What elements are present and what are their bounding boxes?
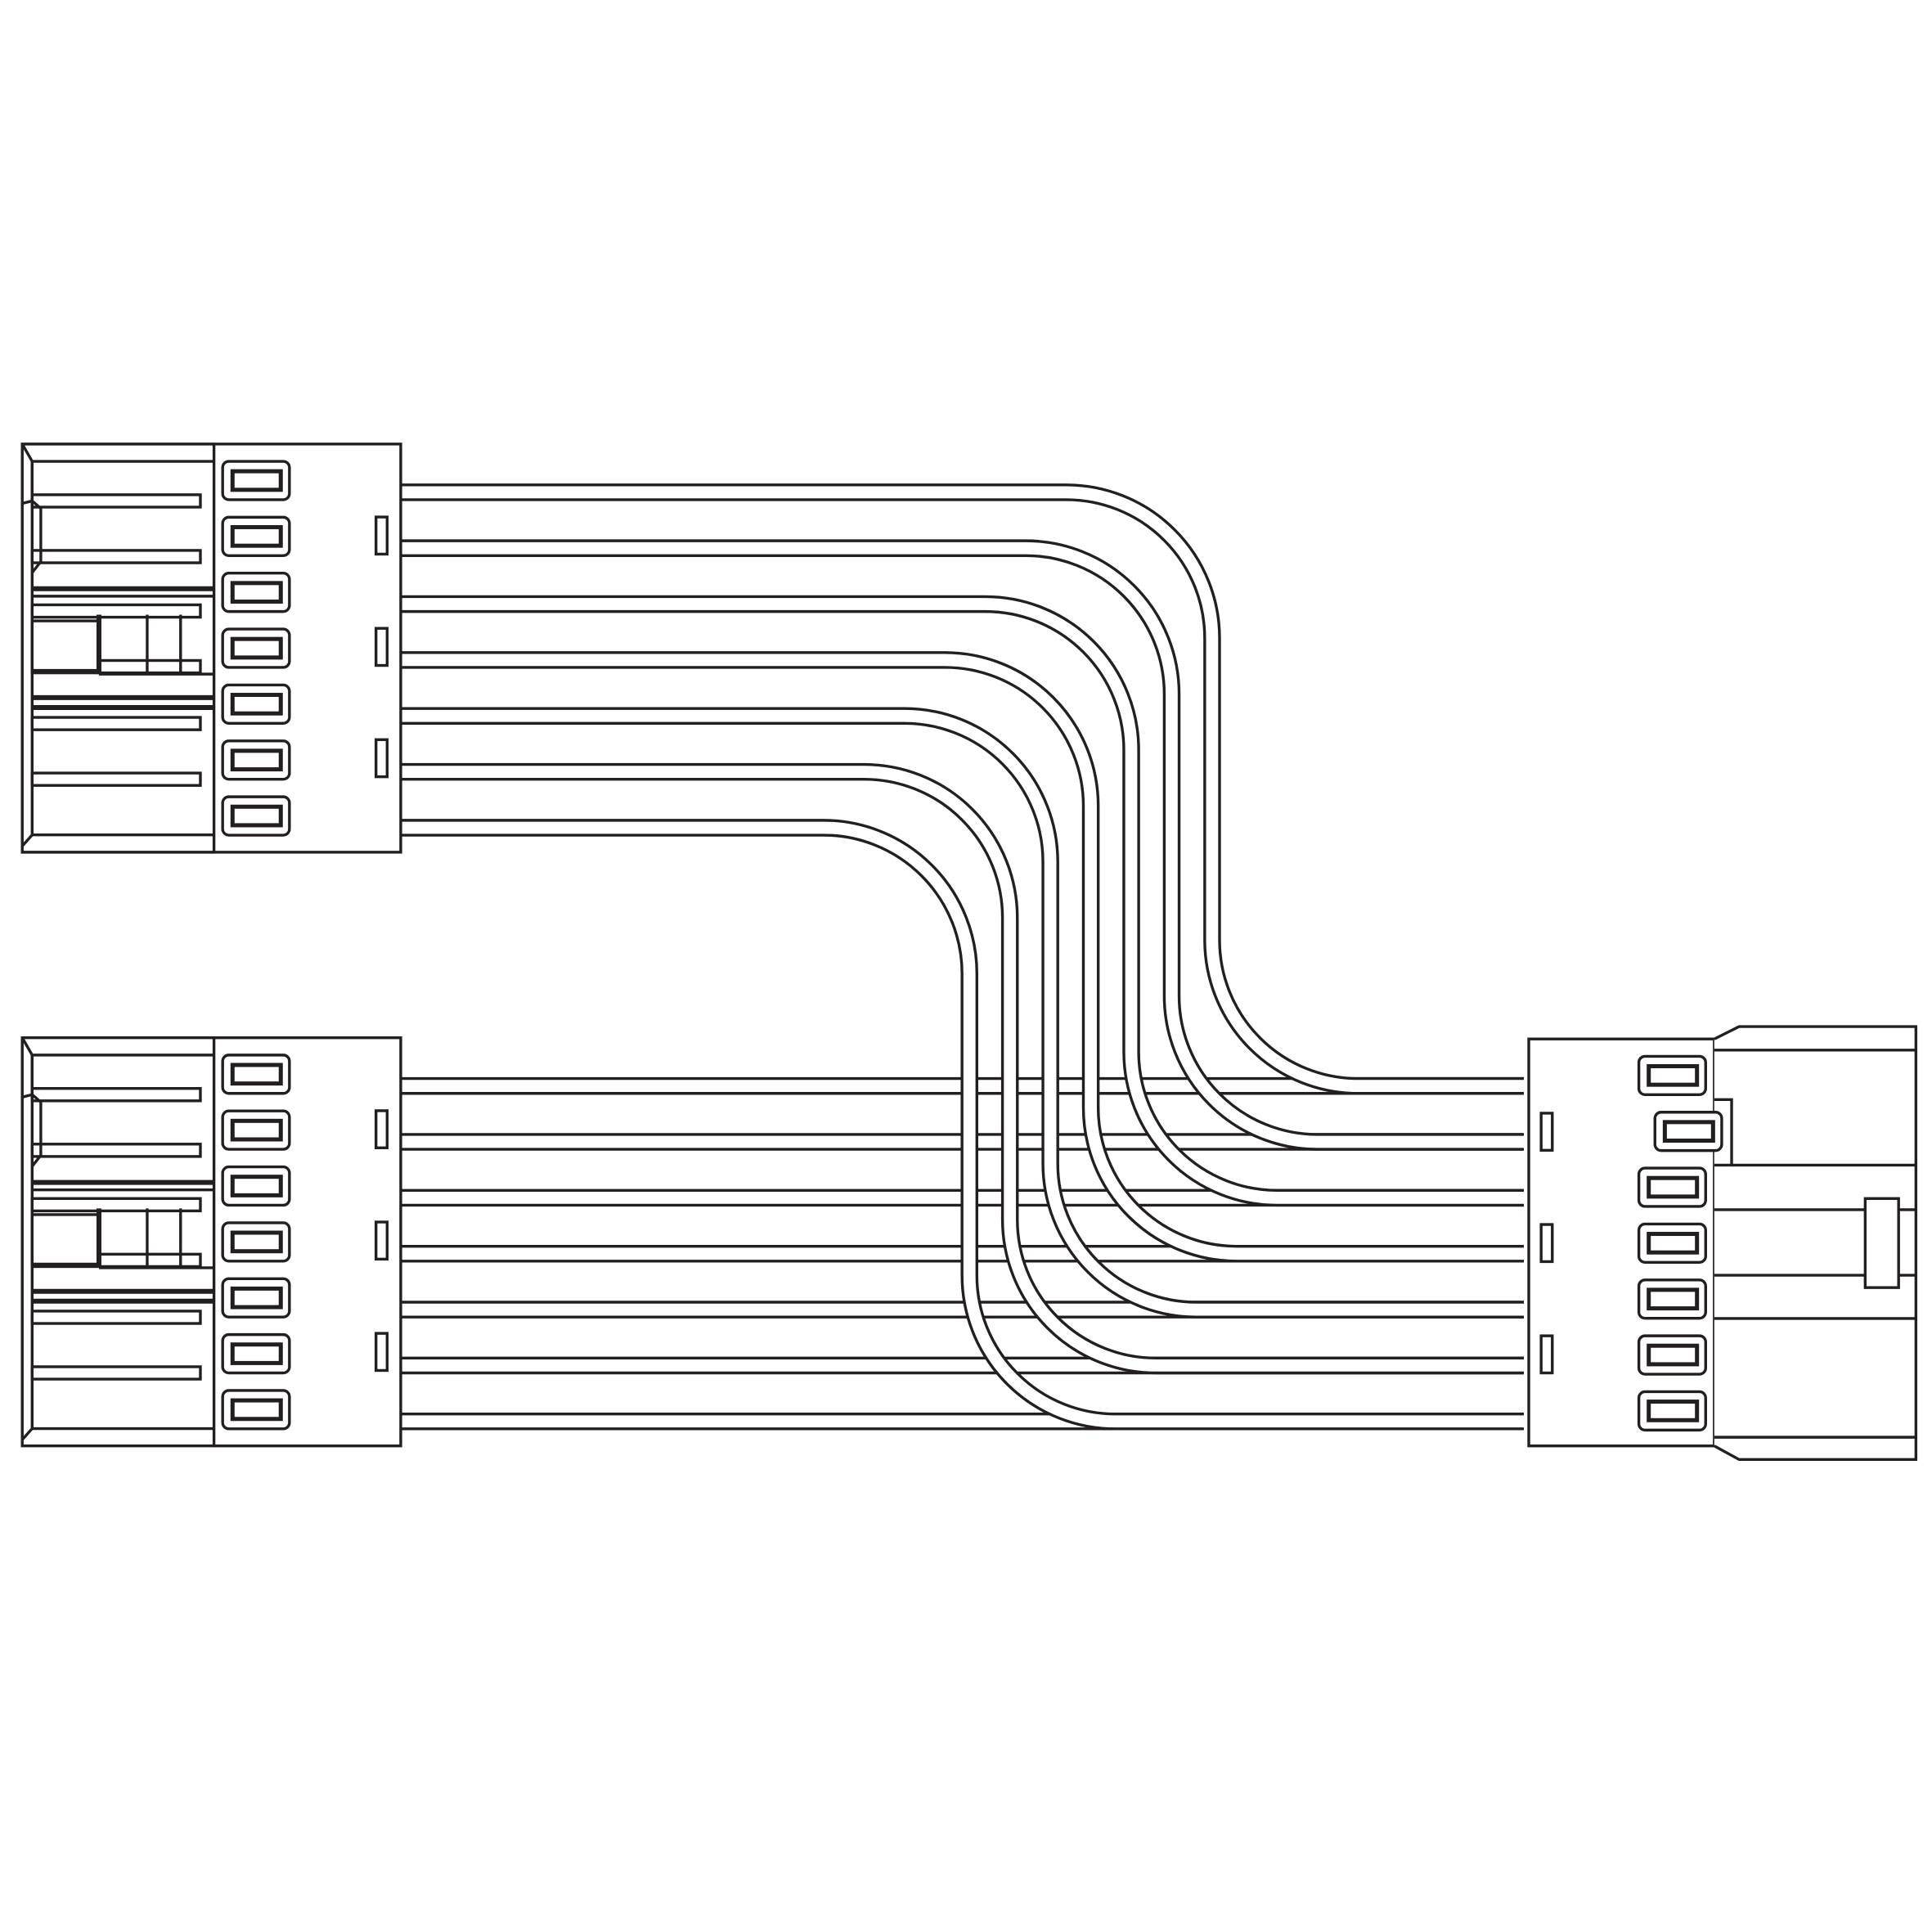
pin-contact: [230, 748, 283, 772]
pin-contact: [1647, 1232, 1700, 1255]
pin-contact: [230, 693, 283, 716]
wire-core: [400, 766, 1524, 1372]
wire-core: [400, 821, 1524, 1428]
pin-contact: [230, 636, 283, 660]
pin-contact: [230, 1063, 283, 1086]
latch-slot: [1539, 1334, 1554, 1375]
connector-left-top: [20, 443, 402, 854]
latch-window: [30, 1213, 101, 1266]
connector-rib: [30, 1365, 202, 1381]
pin-contact: [1647, 1063, 1700, 1087]
latch-button: [1863, 1197, 1900, 1289]
pin-contact: [230, 1398, 283, 1422]
bevel: [20, 1427, 34, 1441]
latch-slot: [374, 1220, 389, 1261]
connector-rib: [30, 1310, 202, 1325]
connector-rib: [30, 716, 202, 731]
routed-wires: [400, 483, 1524, 1431]
connector-rib: [30, 1143, 202, 1158]
connector-shell: [1714, 1025, 1918, 1462]
connector-left-bottom: [20, 1036, 402, 1448]
wire-core: [400, 541, 1524, 1148]
bevel: [20, 1036, 34, 1056]
bevel: [20, 833, 34, 847]
bevel: [21, 1093, 33, 1099]
notch: [30, 1093, 43, 1168]
routed-wire: [400, 819, 1524, 1431]
notch: [30, 500, 43, 574]
latch-slot: [374, 515, 389, 556]
latch-slot: [374, 738, 389, 779]
wire-core: [400, 654, 1524, 1260]
latch-window: [30, 619, 101, 672]
connector-rib: [30, 1197, 202, 1213]
latch-slot: [374, 1109, 389, 1149]
wire-core: [400, 709, 1524, 1316]
pin-contact: [230, 1118, 283, 1142]
routed-wire: [400, 483, 1524, 1095]
pin-contact: [230, 1342, 283, 1365]
wire-core: [400, 598, 1524, 1204]
connector-rib: [30, 493, 202, 509]
pin-contact: [230, 1286, 283, 1310]
pin-contact: [230, 524, 283, 548]
pin-contact: [230, 469, 283, 492]
connector-rib: [30, 1087, 202, 1103]
latch-slot: [1539, 1112, 1554, 1152]
connector-shell: [20, 1036, 214, 1448]
bevel: [21, 499, 33, 505]
latch-slot: [1539, 1223, 1554, 1264]
routed-wire: [400, 595, 1524, 1207]
pin-contact: [1647, 1343, 1700, 1367]
connector-rib: [30, 603, 202, 619]
connector-right: [1527, 1025, 1918, 1462]
pin-contact: [1662, 1120, 1715, 1143]
wire-core: [400, 486, 1524, 1093]
latch-slot: [374, 627, 389, 667]
pin-contact: [230, 1175, 283, 1197]
routed-wire: [400, 651, 1524, 1263]
connector-rib: [30, 771, 202, 787]
pin-contact: [1647, 1175, 1700, 1199]
pin-contact: [230, 804, 283, 828]
routed-wire: [400, 539, 1524, 1151]
routed-wire: [400, 707, 1524, 1319]
pin-contact: [1647, 1287, 1700, 1311]
connector-shell: [20, 443, 214, 854]
connector-rib: [30, 549, 202, 564]
pin-contact: [1647, 1400, 1700, 1422]
routed-wire: [400, 762, 1524, 1375]
latch-slot: [374, 1332, 389, 1373]
pin-contact: [230, 1230, 283, 1254]
pin-contact: [230, 581, 283, 604]
bevel: [20, 443, 34, 462]
